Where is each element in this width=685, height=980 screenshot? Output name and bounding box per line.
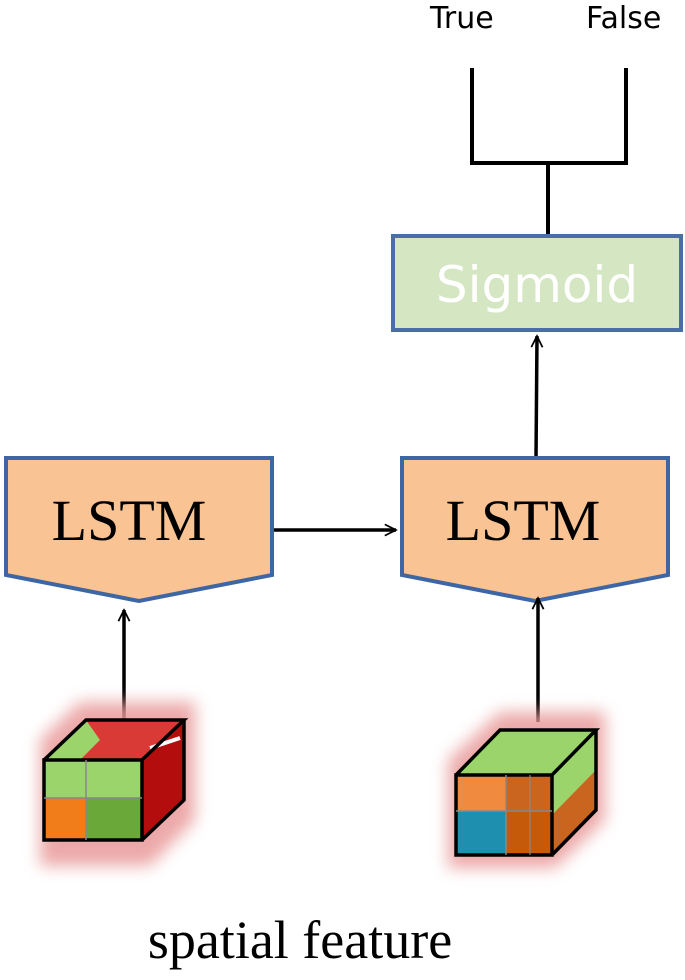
cube-2-cell bbox=[456, 811, 506, 855]
lstm-cell-1-shape bbox=[4, 456, 274, 604]
cube-1-top-red2 bbox=[80, 740, 163, 760]
spatial-feature-cube-1 bbox=[40, 702, 195, 866]
cube-1-cell bbox=[86, 760, 142, 798]
sigmoid-label: Sigmoid bbox=[436, 256, 638, 314]
true-label: True bbox=[429, 1, 494, 36]
cube-2-cell bbox=[506, 811, 552, 855]
false-label: False bbox=[586, 1, 661, 36]
arrow-lstm2-to-sigmoid bbox=[536, 336, 537, 459]
cube-1-top-red bbox=[86, 720, 184, 740]
spatial-feature-cube-2 bbox=[448, 712, 605, 868]
cube-2-outline bbox=[454, 728, 601, 857]
lstm-cell-2-shape bbox=[400, 456, 670, 604]
sigmoid-box bbox=[391, 234, 683, 332]
cube-1-outline bbox=[42, 718, 189, 842]
lstm-cell-2: LSTM bbox=[400, 456, 670, 604]
lstm-cell-1-label: LSTM bbox=[52, 488, 207, 553]
lstm-cell-2-label: LSTM bbox=[446, 488, 601, 553]
cube-2-side-lower bbox=[552, 770, 596, 855]
sigmoid-block: Sigmoid bbox=[391, 234, 683, 332]
caption: spatial feature bbox=[148, 910, 452, 970]
fork-bracket bbox=[470, 68, 628, 165]
cube-2-cell bbox=[456, 775, 506, 811]
output-fork bbox=[470, 68, 628, 238]
lstm-cell-1: LSTM bbox=[4, 456, 274, 604]
cube-2-cell bbox=[506, 775, 552, 811]
cube-1-cell bbox=[86, 798, 142, 840]
cube-1-cell bbox=[44, 760, 86, 798]
cube-1-cell bbox=[44, 798, 86, 840]
